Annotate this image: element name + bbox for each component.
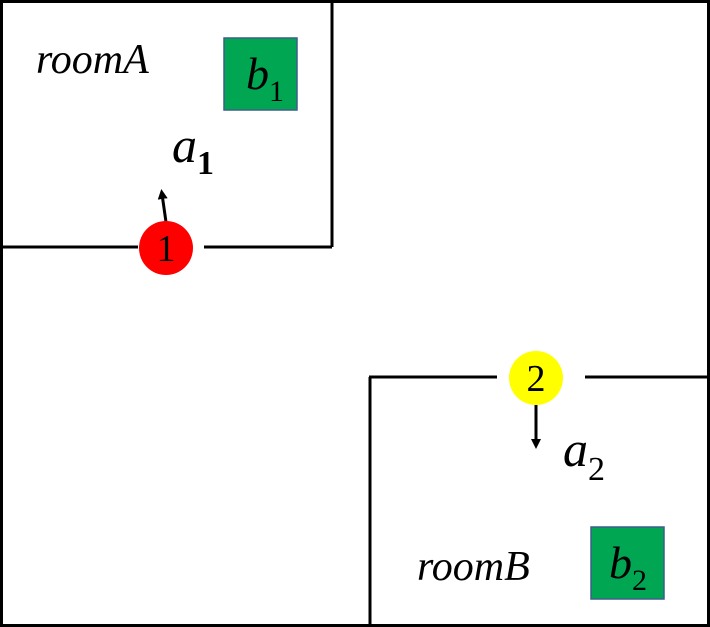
box-b1-label: b1	[246, 48, 284, 108]
box-b1: b1	[223, 37, 298, 111]
robot-1-circle	[139, 221, 193, 275]
robot-1: 1	[139, 221, 193, 275]
box-b1-main: b	[246, 48, 269, 99]
robot-1-number: 1	[157, 228, 176, 270]
room-a-label: roomA	[36, 37, 149, 83]
box-b2-label: b2	[609, 537, 647, 597]
box-b2-square	[590, 526, 665, 600]
action-a2-label: a2	[563, 421, 605, 488]
box-b1-sub: 1	[269, 75, 284, 108]
action-a2-main: a	[563, 421, 588, 477]
robot-2: 2	[509, 351, 563, 405]
action-a1-label: a1	[172, 117, 214, 182]
action-a1-arrow	[157, 189, 168, 223]
box-b2: b2	[590, 526, 665, 600]
action-a1-sub: 1	[197, 145, 214, 182]
box-b1-square	[223, 37, 298, 111]
box-b2-main: b	[609, 537, 632, 588]
box-b2-sub: 2	[632, 564, 647, 597]
room-b-label: roomB	[417, 544, 530, 590]
robot-2-number: 2	[527, 358, 546, 400]
robot-2-circle	[509, 351, 563, 405]
action-a2-sub: 2	[588, 451, 605, 488]
action-a1-main: a	[172, 117, 197, 173]
